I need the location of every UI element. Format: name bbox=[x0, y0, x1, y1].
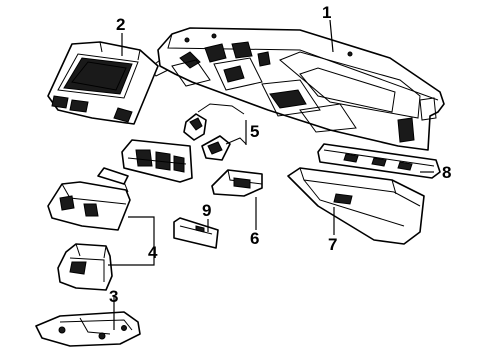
lower-left-panel-lower bbox=[57, 243, 113, 291]
callout-7: 7 bbox=[328, 235, 337, 254]
ashtray-box bbox=[211, 169, 263, 197]
leader-4 bbox=[108, 216, 155, 266]
callout-9: 9 bbox=[202, 201, 211, 220]
lower-left-panel-upper bbox=[47, 167, 131, 231]
glove-box bbox=[287, 167, 425, 245]
callout-2: 2 bbox=[116, 15, 125, 34]
callout-5: 5 bbox=[250, 122, 259, 141]
callout-6: 6 bbox=[250, 229, 259, 248]
leader-lines bbox=[108, 19, 434, 330]
callout-4: 4 bbox=[148, 243, 158, 262]
callout-3: 3 bbox=[109, 287, 118, 306]
callout-labels: 1 2 3 4 5 6 7 8 9 bbox=[109, 3, 451, 306]
instrument-panel bbox=[149, 27, 445, 151]
cluster-bezel bbox=[47, 41, 159, 125]
leader-1 bbox=[329, 19, 334, 53]
lower-trim-strip bbox=[317, 143, 441, 179]
switch-assembly bbox=[183, 103, 247, 161]
callout-8: 8 bbox=[442, 163, 451, 182]
small-pocket-panel bbox=[173, 217, 219, 249]
callout-1: 1 bbox=[322, 3, 331, 22]
mounting-bracket-plate bbox=[35, 311, 141, 347]
center-vent-panel bbox=[121, 139, 193, 183]
